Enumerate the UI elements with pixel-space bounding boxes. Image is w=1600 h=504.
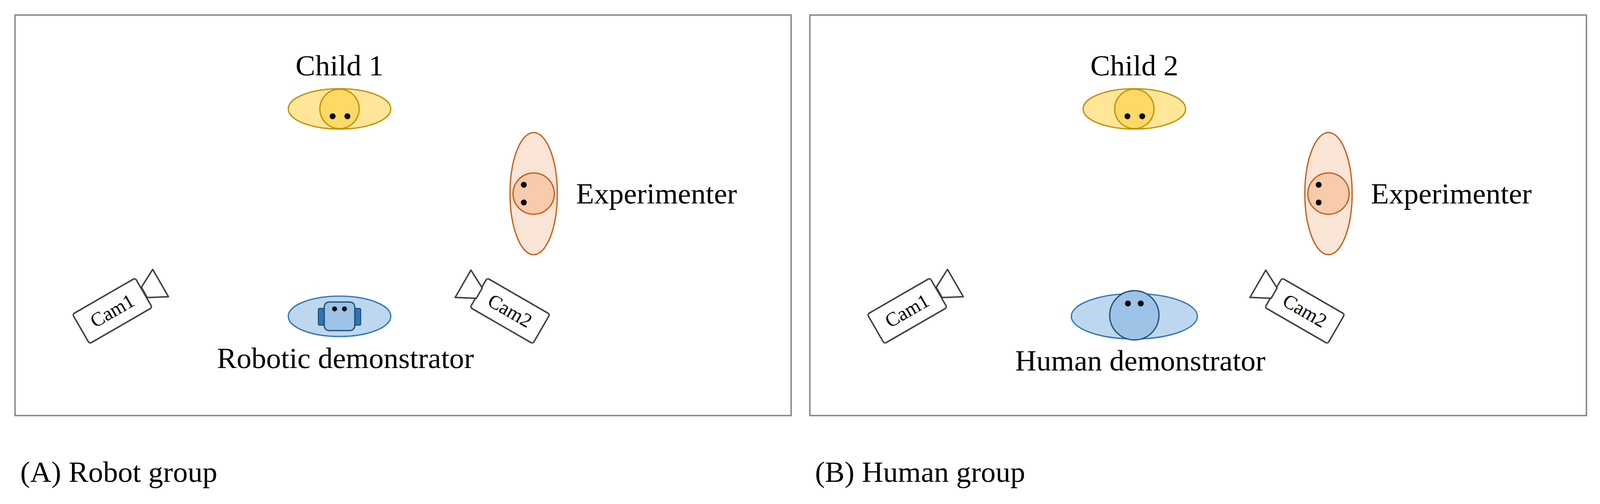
group-panel: (A) Robot groupChild 1ExperimenterCam1Ro… — [14, 14, 792, 417]
camera-label: Cam1 — [882, 290, 933, 332]
figure-label: Human demonstrator — [1015, 343, 1266, 378]
figure-shape — [287, 295, 392, 338]
experimenter-figure: Experimenter — [1303, 131, 1354, 256]
camera: Cam1 — [71, 276, 154, 345]
figure-label: Child 2 — [1090, 48, 1179, 83]
figure-shape — [1070, 292, 1199, 341]
camera-label: Cam2 — [484, 290, 536, 332]
camera-lens — [135, 267, 171, 308]
child-figure: Child 1 — [287, 87, 392, 131]
figure-shape — [1082, 87, 1187, 131]
camera-label: Cam2 — [1279, 290, 1331, 332]
camera: Cam2 — [1263, 276, 1346, 345]
panel-caption: (B) Human group — [815, 455, 1026, 490]
human-figure: Human demonstrator — [1070, 292, 1199, 341]
figure-shape — [509, 131, 559, 256]
camera: Cam2 — [469, 276, 551, 345]
camera: Cam1 — [866, 276, 949, 345]
figure-label: Experimenter — [576, 176, 738, 211]
panel-caption: (A) Robot group — [20, 455, 218, 490]
camera-lens — [1248, 268, 1284, 309]
robot-figure: Robotic demonstrator — [287, 295, 392, 338]
group-panel: (B) Human groupChild 2ExperimenterCam1Hu… — [809, 14, 1588, 417]
figure-shape — [287, 87, 392, 131]
figure-label: Child 1 — [295, 48, 384, 83]
experimenter-figure: Experimenter — [509, 131, 559, 256]
figure-label: Experimenter — [1370, 176, 1532, 211]
child-figure: Child 2 — [1082, 87, 1187, 131]
camera-lens — [930, 267, 966, 308]
figure-shape — [1303, 131, 1354, 256]
camera-lens — [453, 268, 489, 309]
figure-label: Robotic demonstrator — [216, 341, 475, 376]
camera-label: Cam1 — [87, 290, 138, 332]
